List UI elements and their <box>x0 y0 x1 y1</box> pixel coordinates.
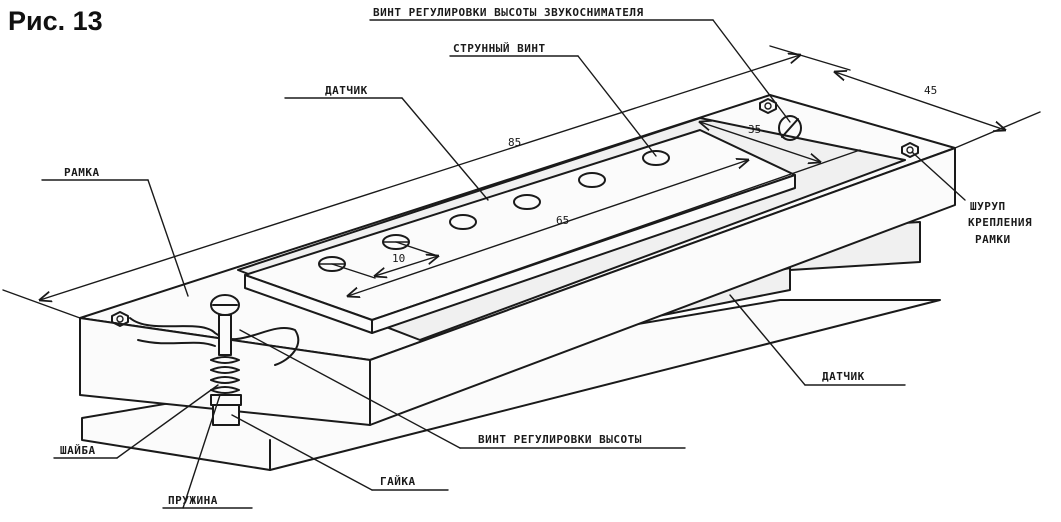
label-frame-screw-2: КРЕПЛЕНИЯ <box>968 216 1032 229</box>
figure-title: Рис. 13 <box>8 6 103 36</box>
label-sensor-top: ДАТЧИК <box>325 84 368 97</box>
screw-shank <box>218 314 232 356</box>
label-string-screw: СТРУННЫЙ ВИНТ <box>453 42 546 55</box>
spring-coil <box>210 356 240 394</box>
nut <box>212 404 240 426</box>
dimension-lines <box>2 45 1041 321</box>
leader-lines <box>41 19 966 509</box>
label-height-screw: ВИНТ РЕГУЛИРОВКИ ВЫСОТЫ <box>478 433 642 446</box>
label-nut: ГАЙКА <box>380 475 416 488</box>
label-frame: РАМКА <box>64 166 100 179</box>
label-frame-screw-3: РАМКИ <box>975 233 1011 246</box>
label-washer: ШАЙБА <box>60 444 96 457</box>
dim-sensor-width: 35 <box>748 123 761 136</box>
bottom-plate <box>81 299 941 471</box>
label-frame-screw-1: ШУРУП <box>970 200 1006 213</box>
frame-screw-left-icon <box>111 311 129 327</box>
frame-screw-right-icon <box>901 142 919 158</box>
dim-pole-spacing: 10 <box>392 252 405 265</box>
label-pickup-height-screw: ВИНТ РЕГУЛИРОВКИ ВЫСОТЫ ЗВУКОСНИМАТЕЛЯ <box>373 6 644 19</box>
label-sensor-bottom: ДАТЧИК <box>822 370 865 383</box>
dim-length-overall: 85 <box>508 136 521 149</box>
washer <box>210 394 242 406</box>
dim-sensor-length: 65 <box>556 214 569 227</box>
label-spring: ПРУЖИНА <box>168 494 218 507</box>
dim-width-overall: 45 <box>924 84 937 97</box>
